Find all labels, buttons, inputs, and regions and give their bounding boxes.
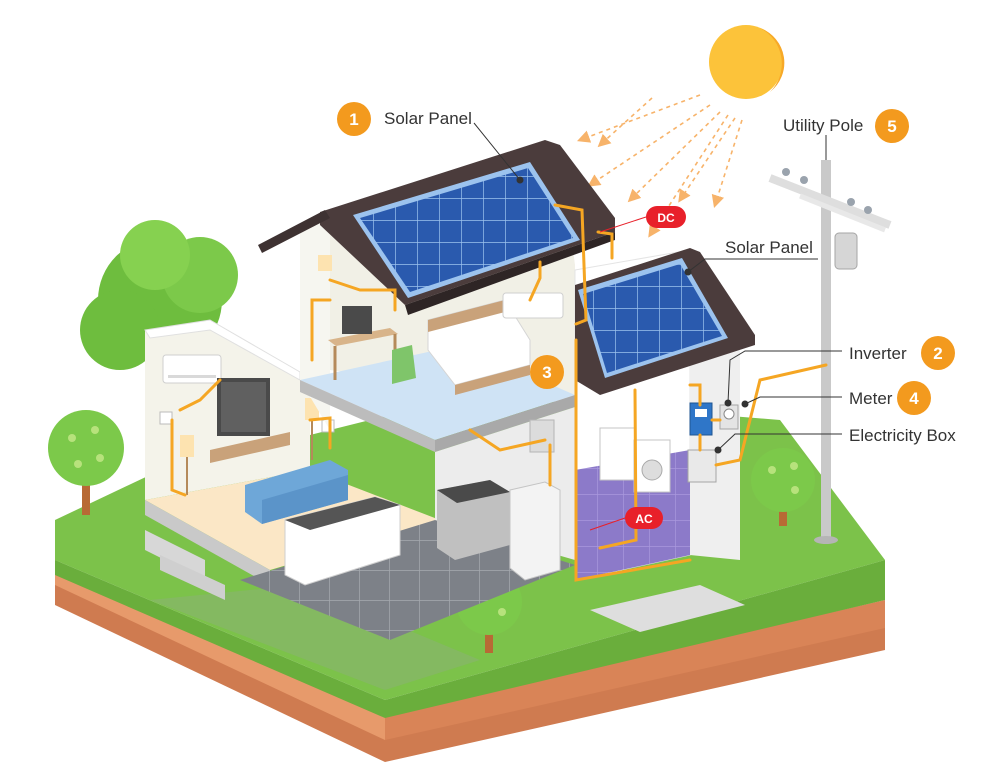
main-house [240,150,575,640]
label-inverter: Inverter [849,344,907,363]
inverter-icon [689,402,713,436]
svg-text:2: 2 [933,344,942,363]
svg-text:AC: AC [635,512,653,526]
solar-panel-right [578,258,728,378]
electricity-box-icon [687,449,717,483]
utility-pole-icon [768,160,892,544]
number-badge-1: 1 [337,102,371,136]
tree-small-right [751,448,815,526]
solar-panel-main [353,162,580,298]
wiring [170,203,828,582]
tree-small-left [48,410,124,515]
ac-badge: AC [589,507,663,531]
number-badge-5: 5 [875,109,909,143]
label-solar-panel-1: Solar Panel [384,109,472,128]
svg-text:DC: DC [657,211,675,225]
number-badge-2: 2 [921,336,955,370]
sun-icon [709,25,785,99]
label-meter: Meter [849,389,893,408]
label-electricity-box: Electricity Box [849,426,956,445]
leader-lines [473,122,842,454]
svg-text:1: 1 [349,110,358,129]
dc-badge: DC [599,206,686,233]
meter-icon [719,404,739,430]
label-solar-panel-2: Solar Panel [725,238,813,257]
number-badge-3: 3 [530,355,564,389]
label-utility-pole: Utility Pole [783,116,863,135]
svg-text:3: 3 [542,363,551,382]
sun-rays [577,94,743,238]
number-badge-4: 4 [897,381,931,415]
svg-text:4: 4 [909,389,919,408]
svg-text:5: 5 [887,117,896,136]
